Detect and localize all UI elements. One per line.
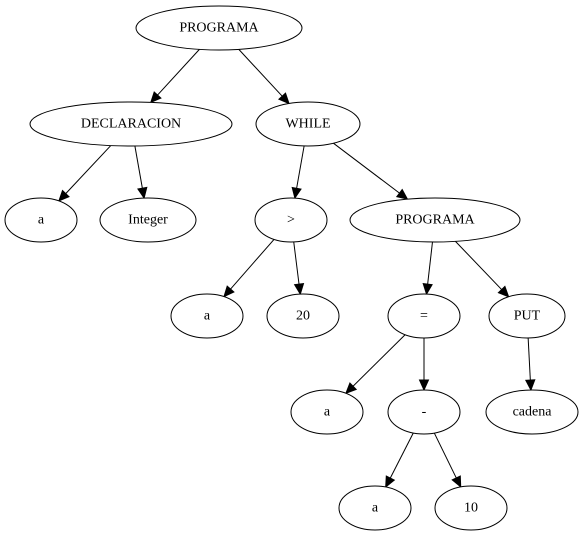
node-ellipse [29, 101, 233, 147]
node-ellipse [99, 197, 197, 243]
arrowhead-icon [345, 382, 358, 395]
tree-node-integer: Integer [99, 197, 197, 243]
tree-node-minus: - [387, 389, 461, 435]
edge-line [455, 241, 503, 290]
edge-line [389, 432, 414, 479]
tree-node-declaracion: DECLARACION [29, 101, 233, 147]
tree-edge [58, 145, 112, 202]
tree-edge [385, 432, 414, 489]
node-label: PUT [514, 309, 541, 324]
arrowhead-icon [395, 188, 409, 200]
tree-nodes: PROGRAMA DECLARACION WHILE a Integer > PROGRAM… [4, 5, 579, 531]
tree-edge [333, 142, 409, 200]
arrowhead-icon [422, 283, 433, 296]
node-label: DECLARACION [81, 117, 181, 132]
tree-edge [418, 338, 430, 392]
node-ellipse [170, 293, 244, 339]
node-ellipse [135, 5, 303, 51]
edge-line [157, 49, 200, 96]
node-ellipse [255, 101, 361, 147]
arrowhead-icon [291, 186, 302, 200]
node-label: a [204, 309, 211, 324]
tree-node-a: a [290, 389, 364, 435]
tree-edge [422, 241, 433, 296]
node-label: a [372, 501, 379, 516]
tree-edge [455, 241, 510, 298]
tree-edges [58, 49, 536, 489]
arrowhead-icon [418, 379, 430, 392]
tree-node-cadena: cadena [485, 389, 579, 435]
edge-line [230, 239, 275, 290]
tree-node-10: 10 [434, 485, 508, 531]
tree-node-20: 20 [266, 293, 340, 339]
tree-node-programa: PROGRAMA [135, 5, 303, 51]
tree-node-equals: = [387, 293, 461, 339]
tree-edge [223, 239, 275, 298]
tree-node-programa: PROGRAMA [349, 197, 521, 243]
tree-node-greater-than: > [254, 197, 328, 243]
edge-line [527, 337, 531, 381]
node-ellipse [338, 485, 412, 531]
node-ellipse [387, 293, 461, 339]
tree-edge [291, 145, 305, 200]
tree-node-a: a [338, 485, 412, 531]
node-ellipse [349, 197, 521, 243]
arrowhead-icon [293, 283, 305, 296]
tree-edge [149, 49, 200, 104]
node-label: PROGRAMA [179, 21, 259, 36]
tree-edge [524, 337, 536, 392]
arrowhead-icon [137, 186, 148, 200]
node-label: 20 [296, 309, 310, 324]
node-ellipse [254, 197, 328, 243]
node-label: > [287, 213, 295, 228]
arrowhead-icon [58, 189, 70, 202]
tree-node-a: a [4, 197, 78, 243]
node-ellipse [434, 485, 508, 531]
edge-line [352, 334, 406, 387]
arrowhead-icon [223, 285, 235, 298]
edge-line [134, 145, 143, 189]
node-label: a [38, 213, 45, 228]
arrowhead-icon [385, 475, 396, 489]
edge-line [296, 145, 305, 189]
node-label: = [420, 309, 428, 324]
arrowhead-icon [149, 91, 162, 104]
tree-node-put: PUT [488, 293, 566, 339]
tree-node-a: a [170, 293, 244, 339]
edge-line [293, 241, 300, 285]
node-label: 10 [464, 501, 478, 516]
arrowhead-icon [497, 285, 510, 298]
arrowhead-icon [524, 379, 536, 392]
arrowhead-icon [451, 475, 462, 488]
node-label: WHILE [285, 117, 330, 132]
tree-edge [345, 334, 406, 395]
node-label: a [324, 405, 331, 420]
tree-edge [238, 49, 290, 105]
tree-node-while: WHILE [255, 101, 361, 147]
node-ellipse [290, 389, 364, 435]
tree-edge [134, 145, 148, 200]
edge-line [333, 142, 400, 194]
node-label: - [422, 405, 427, 420]
node-ellipse [4, 197, 78, 243]
node-label: Integer [128, 213, 168, 228]
edge-line [65, 145, 112, 194]
edge-line [427, 241, 433, 285]
tree-edge [433, 432, 462, 488]
node-label: PROGRAMA [395, 213, 475, 228]
node-ellipse [485, 389, 579, 435]
edge-line [238, 49, 283, 97]
tree-edge [293, 241, 305, 296]
node-ellipse [266, 293, 340, 339]
node-ellipse [387, 389, 461, 435]
arrowhead-icon [277, 92, 290, 105]
node-label: cadena [513, 405, 553, 420]
node-ellipse [488, 293, 566, 339]
edge-line [433, 432, 457, 479]
